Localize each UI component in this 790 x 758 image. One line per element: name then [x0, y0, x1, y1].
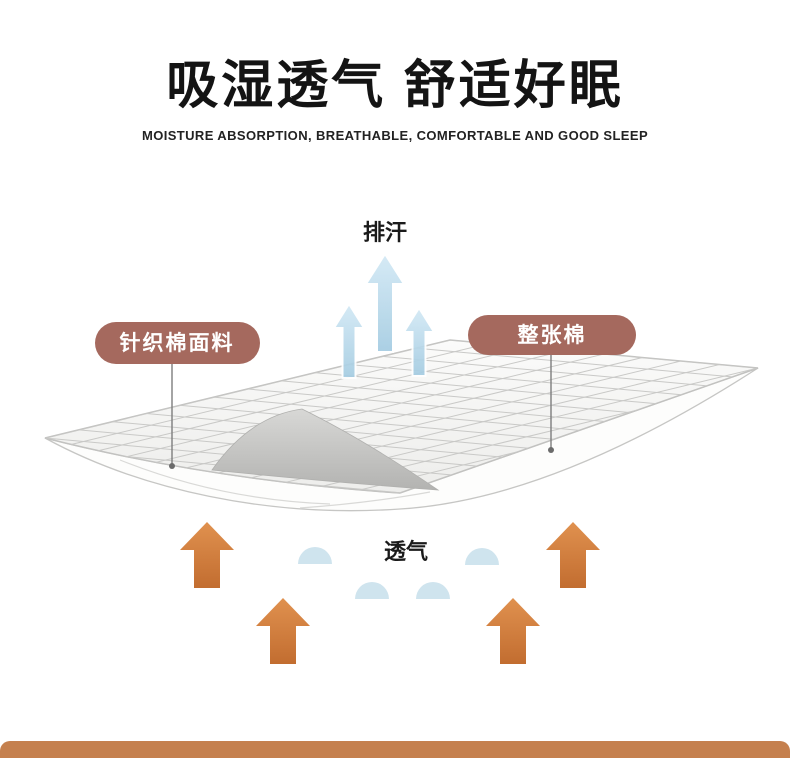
drape-fold-line — [119, 459, 331, 505]
fabric-tag-label: 针织棉面料 — [120, 331, 235, 355]
breathable-label: 透气 — [384, 539, 428, 564]
folded-corner — [211, 408, 440, 491]
cotton-tag-pointer — [548, 355, 554, 453]
up-arrow-icon — [364, 252, 406, 353]
page-title: 吸湿透气 舒适好眠 — [166, 57, 624, 115]
header: 吸湿透气 舒适好眠 MOISTURE ABSORPTION, BREATHABL… — [0, 57, 790, 144]
footer-accent-bar — [0, 741, 790, 758]
breathable-arrows — [180, 522, 600, 664]
cotton-tag-label: 整张棉 — [518, 323, 587, 347]
product-diagram: 排汗 针织棉面料 整张棉 透气 — [44, 220, 759, 664]
air-bump-icon — [355, 582, 389, 599]
air-bump-icon — [465, 548, 499, 565]
up-arrow-icon — [332, 302, 366, 379]
up-arrow-icon — [402, 306, 436, 377]
cotton-tag: 整张棉 — [468, 315, 636, 355]
fabric-tag-pointer — [169, 364, 175, 469]
sweat-arrows — [332, 252, 436, 379]
up-arrow-icon — [546, 522, 600, 588]
drape-fold-line — [299, 491, 431, 509]
fabric-tag-background — [95, 322, 260, 364]
up-arrow-icon — [486, 598, 540, 664]
up-arrow-icon — [256, 598, 310, 664]
air-bumps — [298, 547, 499, 599]
up-arrow-icon — [180, 522, 234, 588]
air-bump-icon — [298, 547, 332, 564]
fabric-tag: 针织棉面料 — [95, 322, 260, 364]
air-bump-icon — [416, 582, 450, 599]
page-subtitle: MOISTURE ABSORPTION, BREATHABLE, COMFORT… — [141, 128, 649, 144]
cotton-tag-background — [468, 315, 636, 355]
sweat-label: 排汗 — [363, 220, 407, 245]
